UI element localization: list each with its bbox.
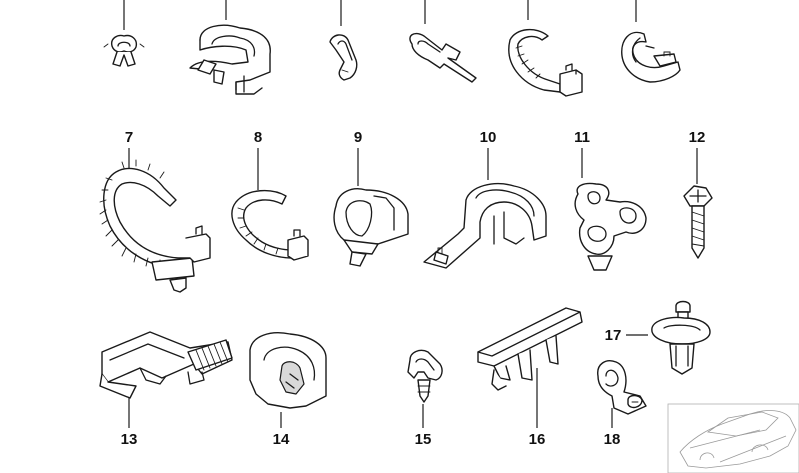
- label-16: 16: [529, 431, 546, 448]
- band-clip-icon: [621, 31, 681, 83]
- cable-holder-with-foot-icon: [333, 188, 409, 267]
- label-17: 17: [605, 327, 622, 344]
- part-3: [329, 0, 358, 81]
- label-18: 18: [604, 431, 621, 448]
- part-10: 10: [423, 129, 547, 269]
- hose-strap-clip-icon: [231, 189, 309, 261]
- label-12: 12: [689, 129, 706, 146]
- label-11: 11: [574, 129, 590, 146]
- part-17: 17: [605, 300, 711, 375]
- double-pipe-clip-icon: [574, 182, 647, 271]
- part-5: [508, 0, 583, 97]
- double-cable-holder-icon: [189, 24, 271, 95]
- push-pin-clip-icon: [407, 349, 443, 403]
- label-7: 7: [125, 129, 133, 146]
- label-14: 14: [273, 431, 290, 448]
- screw-icon: [683, 185, 713, 259]
- part-4: [409, 0, 477, 83]
- label-15: 15: [415, 431, 432, 448]
- label-13: 13: [121, 431, 138, 448]
- part-18: 18: [597, 360, 647, 448]
- cable-channel-icon: [99, 331, 233, 399]
- label-10: 10: [480, 129, 497, 146]
- part-9: 9: [333, 129, 409, 267]
- part-12: 12: [683, 129, 713, 259]
- part-1: [103, 0, 145, 67]
- expansion-rivet-icon: [651, 300, 711, 375]
- cable-tie-icon: [409, 32, 477, 83]
- p-clamp-icon: [597, 360, 647, 415]
- label-8: 8: [254, 129, 262, 146]
- label-9: 9: [354, 129, 362, 146]
- toothed-cable-strap-icon: [99, 159, 211, 293]
- part-14: 14: [249, 332, 327, 448]
- grommet-holder-icon: [249, 332, 327, 409]
- vehicle-outline-icon: [679, 410, 797, 469]
- part-15: 15: [407, 349, 443, 448]
- part-2: [189, 0, 271, 95]
- bracket-holder-icon: [423, 182, 547, 269]
- small-spring-clip-icon: [103, 34, 145, 67]
- part-13: 13: [99, 331, 233, 448]
- hook-clip-icon: [329, 34, 358, 81]
- part-7: 7: [99, 129, 211, 293]
- vehicle-inset: [667, 403, 799, 473]
- strap-clip-with-base-icon: [508, 29, 583, 97]
- part-16: 16: [477, 307, 583, 448]
- part-8: 8: [231, 129, 309, 261]
- part-11: 11: [574, 129, 647, 271]
- cable-bridge-holder-icon: [477, 307, 583, 391]
- part-6: [621, 0, 681, 83]
